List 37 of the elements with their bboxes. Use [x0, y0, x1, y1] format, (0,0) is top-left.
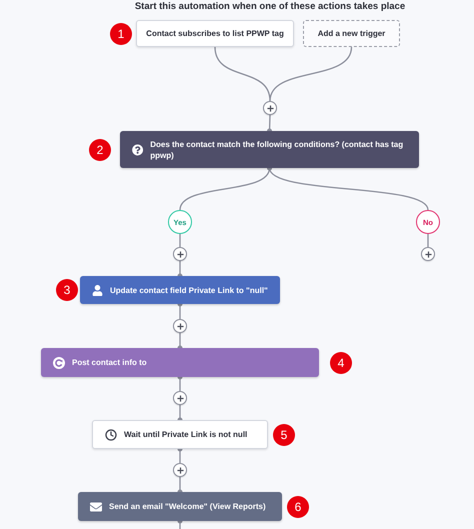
plus-circle-icon — [421, 247, 435, 261]
callout-number: 1 — [110, 22, 132, 44]
action-card — [80, 276, 280, 304]
plus-circle-icon — [263, 101, 277, 115]
condition-card — [120, 131, 419, 168]
card-text: Add a new trigger — [318, 28, 386, 39]
wait-card — [92, 420, 268, 449]
add-trigger-card — [303, 20, 400, 47]
connector-line — [269, 46, 352, 102]
callout-number: 3 — [56, 279, 78, 301]
connector-line — [178, 374, 182, 391]
card-text: Update contact field Private Link to "null" — [110, 284, 268, 296]
card-text: Send an email "Welcome" (View Reports) — [109, 501, 266, 512]
connector-line — [178, 446, 182, 463]
callout-number: 6 — [287, 496, 309, 518]
card-text: Wait until Private Link is not null — [124, 429, 248, 440]
card-text: Post contact info to — [72, 357, 147, 368]
connector-line — [427, 234, 429, 247]
plus-circle-icon — [173, 391, 187, 405]
action-card — [41, 348, 319, 377]
connector-line — [267, 166, 429, 210]
plus-circle-icon — [173, 463, 187, 477]
plus-circle-icon — [173, 247, 187, 261]
email-card — [78, 492, 282, 521]
plus-circle-icon — [173, 319, 187, 333]
callout-number: 5 — [273, 424, 295, 446]
connector-line — [214, 46, 271, 102]
connector-line — [178, 518, 182, 529]
card-text: Does the contact match the following conditions? (contact has tag ppwp) — [150, 138, 404, 160]
connector-line — [178, 302, 182, 319]
connector-line — [179, 234, 181, 247]
heading: Start this automation when one of these actions takes place — [134, 0, 406, 13]
trigger-card — [136, 20, 294, 47]
connector-line — [267, 114, 272, 134]
callout-number: 4 — [330, 352, 352, 374]
card-text: Contact subscribes to list PPWP tag — [146, 28, 284, 39]
callout-number: 2 — [89, 138, 111, 160]
